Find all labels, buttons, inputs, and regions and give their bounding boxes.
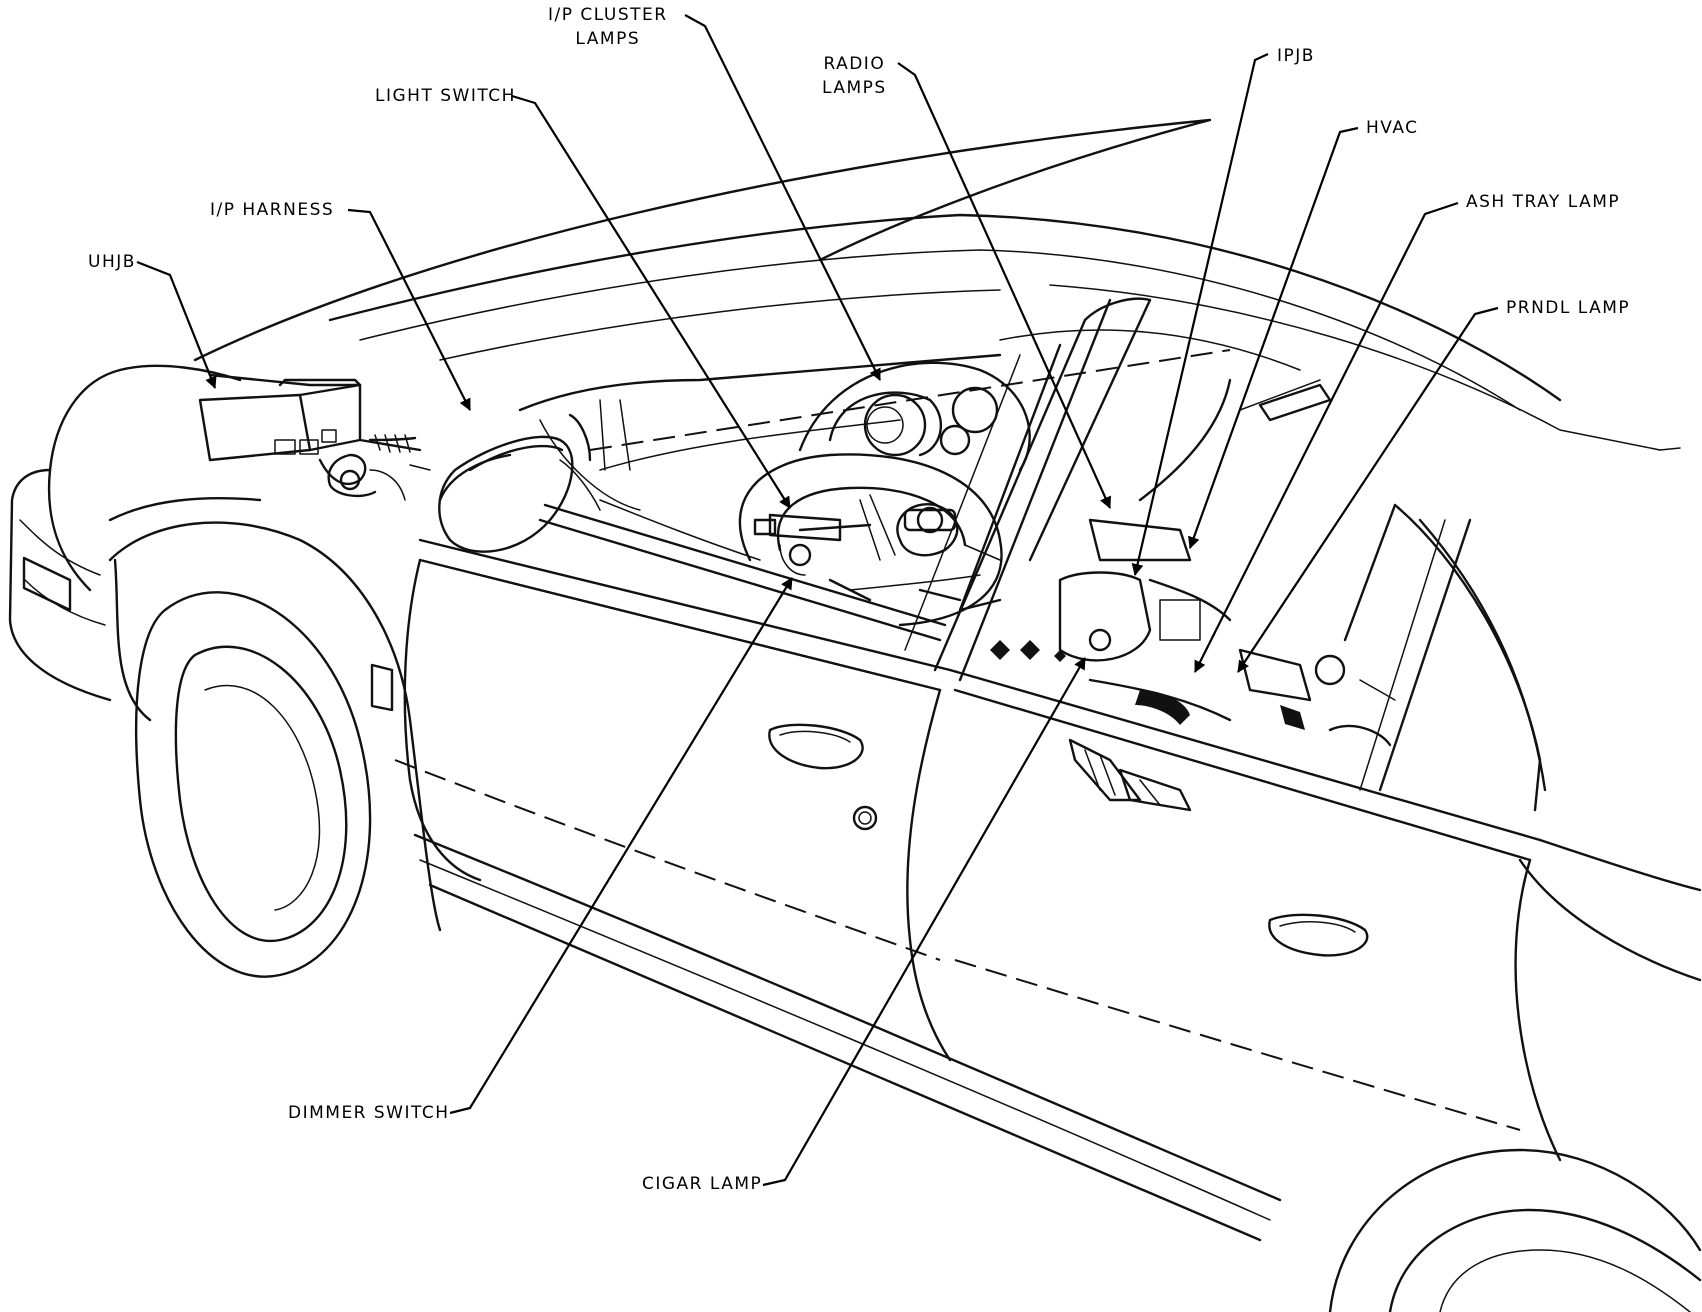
leader-ipjb <box>1131 53 1269 576</box>
label-prndl-lamp: PRNDL LAMP <box>1506 296 1630 320</box>
leader-light-switch <box>511 94 791 509</box>
leader-ash-tray-lamp <box>1194 201 1459 673</box>
label-ip-cluster-lamps: I/P CLUSTER LAMPS <box>548 3 668 51</box>
label-ip-cluster-lamps-line1: I/P CLUSTER <box>548 5 668 25</box>
label-cigar-lamp-text: CIGAR LAMP <box>642 1174 763 1194</box>
label-dimmer-switch-text: DIMMER SWITCH <box>288 1103 450 1123</box>
label-cigar-lamp: CIGAR LAMP <box>642 1172 762 1196</box>
label-radio-lamps: RADIO LAMPS <box>822 52 887 100</box>
label-radio-lamps-line1: RADIO <box>823 54 886 74</box>
label-light-switch-text: LIGHT SWITCH <box>375 86 516 106</box>
label-ipjb: IPJB <box>1277 44 1315 68</box>
label-prndl-lamp-text: PRNDL LAMP <box>1506 298 1631 318</box>
label-ip-cluster-lamps-line2: LAMPS <box>575 29 641 49</box>
label-ipjb-text: IPJB <box>1277 46 1315 66</box>
leader-ip-cluster-lamps <box>684 14 881 381</box>
label-ip-harness-text: I/P HARNESS <box>210 200 335 220</box>
leader-dimmer-switch <box>449 577 793 1115</box>
label-uhjb: UHJB <box>88 250 136 274</box>
label-hvac: HVAC <box>1366 116 1419 140</box>
label-radio-lamps-line2: LAMPS <box>822 78 887 98</box>
label-ash-tray-lamp-text: ASH TRAY LAMP <box>1466 192 1621 212</box>
label-light-switch: LIGHT SWITCH <box>375 84 516 108</box>
leader-ip-harness <box>347 208 471 411</box>
interior-dashboard <box>589 329 1396 812</box>
leader-radio-lamps <box>897 62 1112 509</box>
leader-cigar-lamp <box>762 657 1086 1187</box>
label-ash-tray-lamp: ASH TRAY LAMP <box>1466 190 1620 214</box>
leader-hvac <box>1188 126 1359 549</box>
label-uhjb-text: UHJB <box>88 252 136 272</box>
label-ip-harness: I/P HARNESS <box>210 198 334 222</box>
side-mirror <box>438 399 641 553</box>
label-dimmer-switch: DIMMER SWITCH <box>288 1101 450 1125</box>
leader-uhjb <box>136 260 217 389</box>
leader-prndl-lamp <box>1237 306 1499 673</box>
car-body <box>8 118 1702 1312</box>
uhjb-module <box>198 373 431 501</box>
label-hvac-text: HVAC <box>1366 118 1419 138</box>
leader-lines <box>136 14 1499 1187</box>
